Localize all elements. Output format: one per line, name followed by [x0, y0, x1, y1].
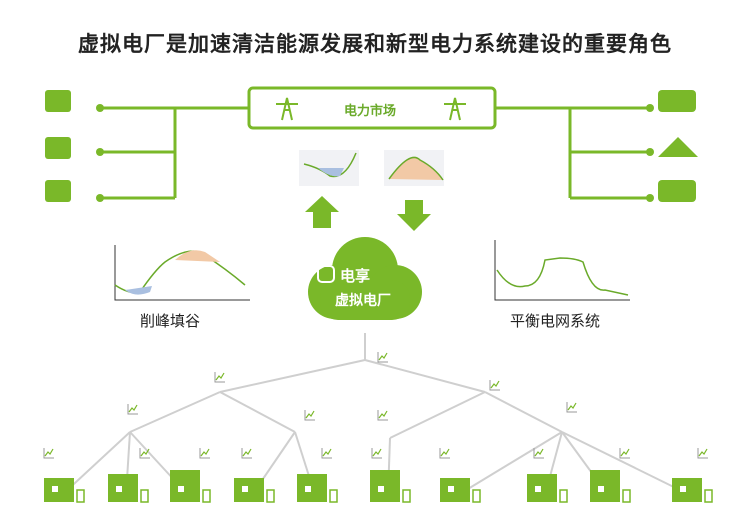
tree-edge [561, 431, 691, 496]
house-icon [44, 478, 85, 503]
meter-chart-icon [377, 410, 388, 421]
shop-icon [170, 470, 211, 503]
up-arrow-icon [305, 196, 339, 228]
peak-shaving-label: 削峰填谷 [140, 312, 201, 330]
down-arrow-icon [397, 200, 431, 231]
tree-edge [219, 359, 366, 393]
tree-edge [484, 391, 563, 433]
meter-chart-icon [697, 448, 708, 459]
tree-edge [389, 391, 486, 439]
meter-chart-icon [377, 352, 388, 363]
solar-panel-icon [370, 470, 411, 503]
tree-edge [219, 391, 296, 433]
wind-turbine-icon [45, 137, 71, 159]
pylon-icon [276, 97, 298, 121]
meter-chart-icon [199, 448, 210, 459]
meter-chart-icon [619, 448, 630, 459]
meter-chart-icon [566, 402, 577, 413]
leaf-logo-icon [317, 265, 335, 283]
greenhouse-icon [590, 470, 631, 503]
apartment-icon [297, 474, 338, 503]
peak-shaving-chart [114, 245, 250, 301]
power-plant-icon [45, 90, 71, 112]
warehouse-icon [234, 478, 275, 503]
vpp-cloud [308, 237, 422, 320]
office-building-icon [108, 474, 149, 503]
icons [43, 90, 713, 503]
meter-chart-icon [241, 448, 252, 459]
meter-chart-icon [43, 448, 54, 459]
meter-chart-icon [304, 410, 315, 421]
meter-chart-icon [321, 448, 332, 459]
power-market-box [247, 86, 497, 130]
grid-balance-label: 平衡电网系统 [510, 312, 601, 330]
pylon-icon [444, 97, 466, 121]
ev-charging-icon [440, 478, 481, 503]
left-bus [100, 106, 250, 200]
meter-chart-icon [439, 448, 450, 459]
grid-balance-chart [494, 240, 630, 301]
meter-chart-icon [533, 448, 544, 459]
factory-icon [527, 474, 568, 503]
bus-dots [96, 104, 654, 202]
meter-chart-icon [127, 404, 138, 415]
page-title: 虚拟电厂是加速清洁能源发展和新型电力系统建设的重要角色 [78, 32, 672, 56]
meter-chart-icon [214, 372, 225, 383]
tree-edge [457, 431, 563, 496]
solar-panel-icon [45, 180, 71, 202]
tree-edge [364, 359, 486, 393]
greenhouse-icon [658, 137, 698, 157]
vpp-label: 虚拟电厂 [335, 293, 391, 309]
electric-car-icon [658, 90, 696, 112]
factory-icon [658, 180, 696, 202]
right-bus [495, 106, 650, 200]
charging-station-icon [672, 478, 713, 503]
meter-chart-icon [139, 448, 150, 459]
brand-label: 电享 [340, 267, 371, 285]
meter-chart-icon [371, 448, 382, 459]
power-market-label: 电力市场 [343, 104, 396, 119]
meter-chart-icon [489, 380, 500, 391]
tree-edge [129, 391, 221, 433]
